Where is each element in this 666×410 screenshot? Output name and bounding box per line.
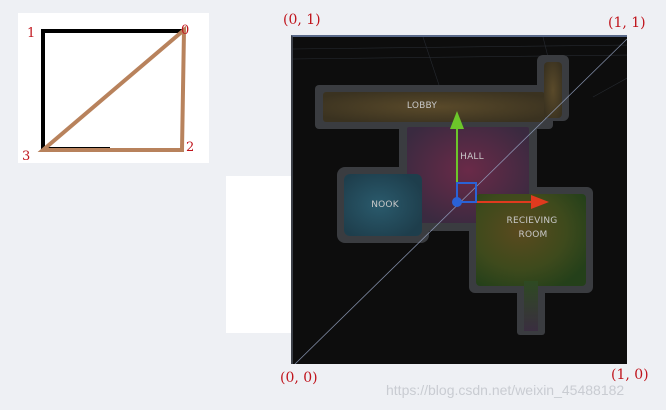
room-label-hall: HALL <box>460 152 484 162</box>
triangle-0-2-3 <box>37 25 187 152</box>
floors <box>323 62 586 331</box>
gizmo-y-arrow-head[interactable] <box>450 111 464 129</box>
vertex-label-3: 3 <box>22 149 31 164</box>
scene-viewport: LOBBY HALL NOOK RECIEVING ROOM <box>291 35 627 364</box>
triangle-diagram-panel: 0 1 2 3 <box>18 13 209 163</box>
triangle-diagram <box>37 25 187 152</box>
uv-label-top-right: (1, 1) <box>608 15 646 31</box>
room-label-nook: NOOK <box>371 200 399 210</box>
vertex-label-0: 0 <box>181 23 190 38</box>
room-label-room: ROOM <box>518 230 548 240</box>
gizmo-plane-handle[interactable] <box>456 182 477 203</box>
vertex-label-1: 1 <box>27 26 36 41</box>
uv-label-top-left: (0, 1) <box>283 12 321 28</box>
uv-label-bottom-left: (0, 0) <box>280 370 318 386</box>
blank-panel <box>226 176 294 333</box>
room-label-recieving: RECIEVING <box>506 216 558 226</box>
room-label-lobby: LOBBY <box>406 101 438 111</box>
uv-label-bottom-right: (1, 0) <box>611 367 649 383</box>
vertex-label-2: 2 <box>186 140 195 155</box>
floorplan <box>293 37 627 364</box>
transform-gizmo[interactable] <box>450 111 549 209</box>
gizmo-x-arrow-head[interactable] <box>531 195 549 209</box>
watermark: https://blog.csdn.net/weixin_45488182 <box>386 382 625 398</box>
gizmo-center[interactable] <box>452 197 462 207</box>
